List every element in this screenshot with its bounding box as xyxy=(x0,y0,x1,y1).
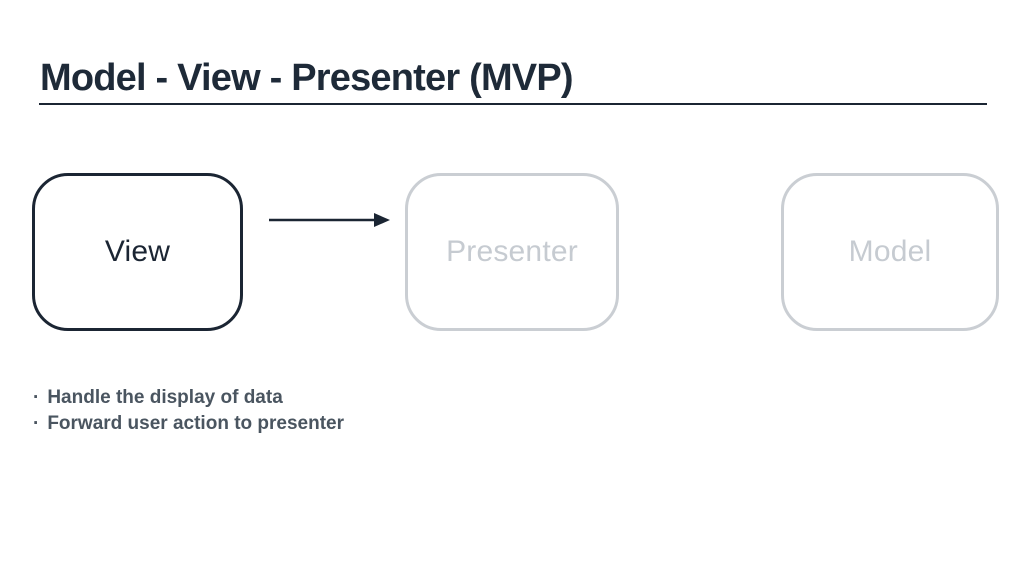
diagram-node-presenter: Presenter xyxy=(405,173,619,331)
title-underline-rule xyxy=(39,103,987,105)
node-view-label: View xyxy=(104,235,171,268)
bullet-dot-icon: · xyxy=(33,413,40,434)
node-presenter-label: Presenter xyxy=(446,235,578,268)
bullet-dot-icon: · xyxy=(33,387,40,408)
bullet-text: Forward user action to presenter xyxy=(47,413,345,434)
slide-title: Model - View - Presenter (MVP) xyxy=(40,57,574,100)
diagram-node-view: View xyxy=(32,173,243,331)
bullet-text: Handle the display of data xyxy=(47,387,283,408)
bullet-list: · Handle the display of data · Forward use… xyxy=(33,385,344,437)
diagram-node-model: Model xyxy=(781,173,999,331)
node-model-label: Model xyxy=(848,235,932,268)
list-item: · Forward user action to presenter xyxy=(33,411,344,437)
arrow-view-to-presenter-icon xyxy=(269,213,390,227)
list-item: · Handle the display of data xyxy=(33,385,344,411)
